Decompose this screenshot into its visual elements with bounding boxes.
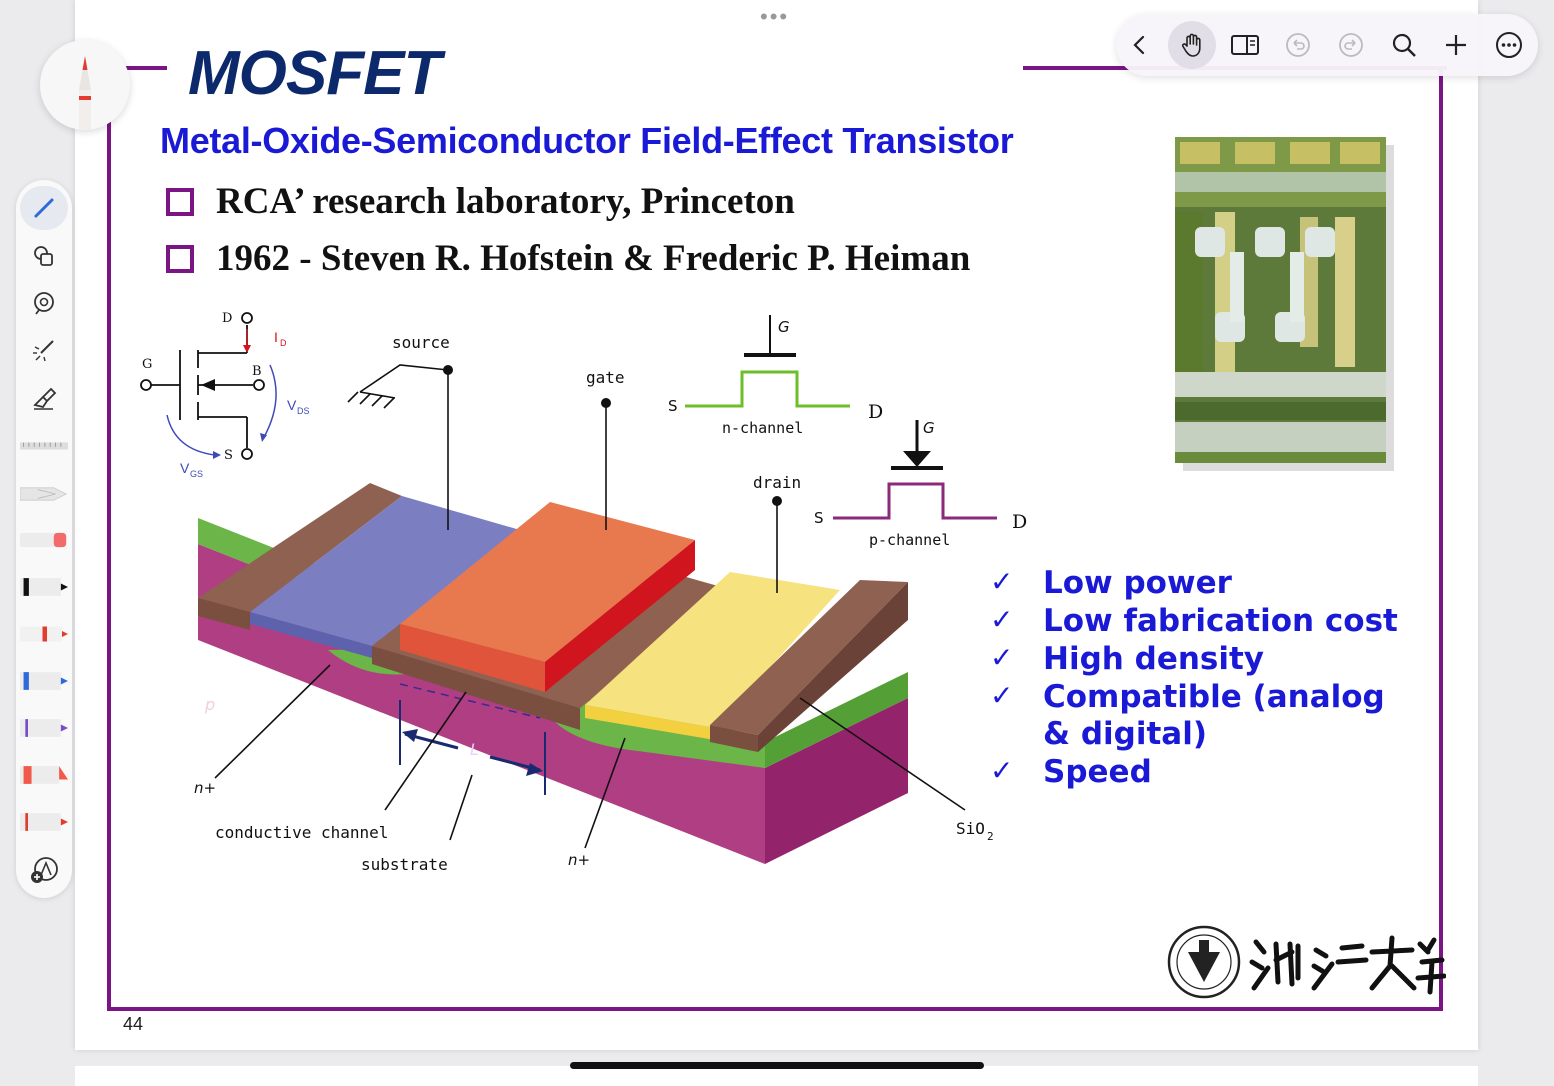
p-channel-symbol: G S D p-channel (814, 419, 1027, 549)
university-logo (1167, 925, 1446, 999)
vds-sub-label: DS (297, 406, 310, 416)
ruler-icon[interactable] (20, 424, 68, 468)
add-tool-icon[interactable] (20, 848, 68, 892)
bullet-text: RCA’ research laboratory, Princeton (216, 181, 795, 222)
chip-micrograph-image (1175, 137, 1386, 463)
pchannel-label: p-channel (869, 531, 950, 549)
pchannel-s-label: S (814, 509, 824, 527)
nchannel-g-label: G (778, 318, 790, 336)
id-sub-label: D (280, 338, 287, 348)
feature-text: Compatible (analog (1043, 679, 1385, 715)
p-region-label: p (204, 695, 215, 714)
pen-icon[interactable] (20, 186, 68, 230)
id-label: I (274, 329, 278, 345)
feature-text: Speed (1043, 754, 1152, 790)
hand-icon[interactable] (1168, 21, 1216, 69)
slide-subtitle: Metal-Oxide-Semiconductor Field-Effect T… (160, 120, 1014, 161)
square-bullet-icon (166, 245, 194, 273)
nchannel-label: n-channel (722, 419, 803, 437)
symbol-b-label: B (252, 364, 262, 379)
mosfet-symbol-diagram: D G B S I D V DS V GS (140, 311, 310, 479)
vgs-label: V (180, 460, 190, 476)
top-toolbar (1116, 14, 1538, 76)
fountain-pen-tool-icon[interactable] (20, 472, 68, 516)
substrate-label: substrate (361, 855, 448, 874)
feature-text: & digital) (1043, 716, 1207, 752)
gate-label: gate (586, 368, 625, 387)
pchannel-g-label: G (923, 419, 935, 437)
vgs-sub-label: GS (190, 469, 203, 479)
back-icon[interactable] (1116, 21, 1164, 69)
title-rule-left (107, 66, 167, 70)
bullet-text: 1962 - Steven R. Hofstein & Frederic P. … (216, 238, 971, 279)
add-icon[interactable] (1432, 21, 1480, 69)
check-icon: ✓ (990, 679, 1014, 712)
slide-frame (107, 66, 1443, 1011)
undo-icon[interactable] (1274, 21, 1322, 69)
mosfet-cross-section-diagram: source gate drain p L n+ n+ conductive c… (194, 333, 994, 874)
feature-text: Low fabrication cost (1043, 603, 1398, 639)
sidebar-icon[interactable] (1221, 21, 1269, 69)
nchannel-s-label: S (668, 397, 678, 415)
laser-pointer-icon[interactable] (20, 328, 68, 372)
red-highlighter-tool-icon[interactable] (20, 753, 68, 797)
square-bullet-icon (166, 188, 194, 216)
symbol-g-label: G (142, 357, 152, 372)
symbol-s-label: S (224, 448, 233, 463)
next-page-edge (75, 1066, 1478, 1086)
sio2-label: SiO (956, 819, 985, 838)
eraser-tool-icon[interactable] (20, 518, 68, 562)
n-plus-left-label: n+ (194, 779, 216, 797)
pchannel-d-label: D (1012, 511, 1027, 533)
home-indicator[interactable] (570, 1062, 984, 1069)
black-pen-tool-icon[interactable] (20, 565, 68, 609)
source-label: source (392, 333, 450, 352)
pen-tool-button[interactable] (40, 40, 130, 130)
check-icon: ✓ (990, 603, 1014, 636)
shapes-icon[interactable] (20, 234, 68, 278)
red-pencil-tool-icon[interactable] (20, 800, 68, 844)
tool-sidebar (16, 180, 72, 898)
blue-pen-tool-icon[interactable] (20, 659, 68, 703)
purple-pen-tool-icon[interactable] (20, 706, 68, 750)
search-icon[interactable] (1380, 21, 1428, 69)
n-channel-symbol: G S D n-channel (668, 315, 883, 437)
nchannel-d-label: D (868, 401, 883, 423)
more-icon[interactable] (1485, 21, 1533, 69)
symbol-d-label: D (222, 311, 232, 326)
red-pen-tool-icon[interactable] (20, 612, 68, 656)
check-icon: ✓ (990, 641, 1014, 674)
sio2-sub-label: 2 (987, 830, 994, 843)
more-dots-icon[interactable]: ••• (760, 4, 790, 29)
eraser-hand-icon[interactable] (20, 376, 68, 420)
feature-text: High density (1043, 641, 1265, 677)
slide-title: MOSFET (188, 39, 441, 108)
check-icon: ✓ (990, 754, 1014, 787)
feature-text: Low power (1043, 565, 1232, 601)
redo-icon[interactable] (1327, 21, 1375, 69)
pencil-icon (79, 56, 91, 130)
drain-label: drain (753, 473, 801, 492)
page-number: 44 (123, 1014, 144, 1034)
vds-label: V (287, 397, 297, 413)
lasso-icon[interactable] (20, 281, 68, 325)
check-icon: ✓ (990, 565, 1014, 598)
conductive-channel-label: conductive channel (215, 823, 388, 842)
n-plus-right-label: n+ (568, 851, 590, 869)
length-label: L (470, 740, 479, 759)
